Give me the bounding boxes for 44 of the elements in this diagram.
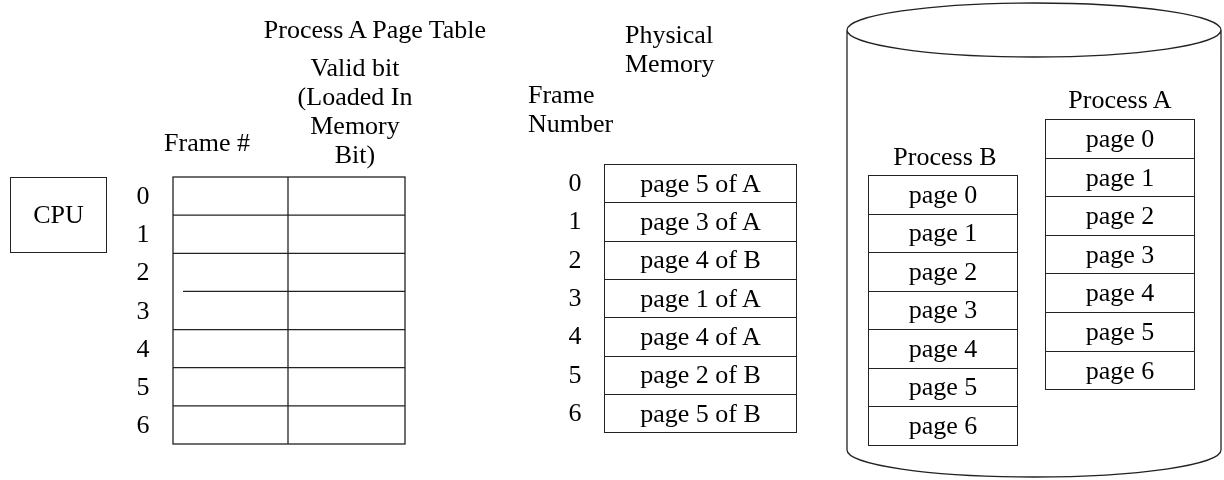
row-number: 4 [135,334,151,364]
disk-page-cell: page 3 [1045,234,1195,275]
column-heading: Frame Number [528,80,615,139]
disk-page-cell: page 6 [1045,350,1195,391]
row-number: 5 [135,372,151,402]
disk-cylinder [846,2,1222,478]
memory-frame-cell: page 3 of A [604,202,797,242]
row-number: 5 [567,360,583,390]
disk-page-cell: page 5 [868,367,1018,408]
row-number: 0 [567,168,583,198]
row-number: 6 [567,398,583,428]
column-heading: Process A [1067,85,1173,115]
row-number: 6 [135,410,151,440]
row-number: 0 [135,181,151,211]
disk-page-cell: page 4 [1045,273,1195,314]
memory-frame-cell: page 2 of B [604,355,797,396]
disk-page-cell: page 4 [868,329,1018,369]
disk-page-cell: page 2 [868,252,1018,292]
disk-page-cell: page 1 [868,213,1018,254]
memory-frame-cell: page 1 of A [604,278,797,319]
column-heading: Process B [892,142,998,172]
row-number: 1 [567,206,583,236]
section-heading: Physical Memory [625,20,716,79]
cpu-box: CPU [10,177,107,253]
disk-page-cell: page 0 [868,175,1018,215]
disk-page-cell: page 1 [1045,157,1195,198]
disk-page-cell: page 0 [1045,119,1195,159]
table-title: Process A Page Table [262,15,488,45]
memory-frame-cell: page 5 of A [604,164,797,204]
disk-page-cell: page 2 [1045,196,1195,237]
row-number: 1 [135,219,151,249]
column-heading: Frame # [163,128,251,158]
disk-page-cell: page 5 [1045,312,1195,352]
row-number: 2 [135,257,151,287]
memory-frame-cell: page 4 of A [604,317,797,357]
row-number: 3 [135,295,151,326]
row-number: 4 [567,321,583,351]
row-number: 3 [567,283,583,313]
disk-page-cell: page 3 [868,290,1018,331]
column-heading: Valid bit (Loaded In Memory Bit) [296,52,414,170]
row-number: 2 [567,245,583,275]
memory-frame-cell: page 5 of B [604,393,797,434]
disk-page-cell: page 6 [868,406,1018,446]
memory-frame-cell: page 4 of B [604,240,797,281]
